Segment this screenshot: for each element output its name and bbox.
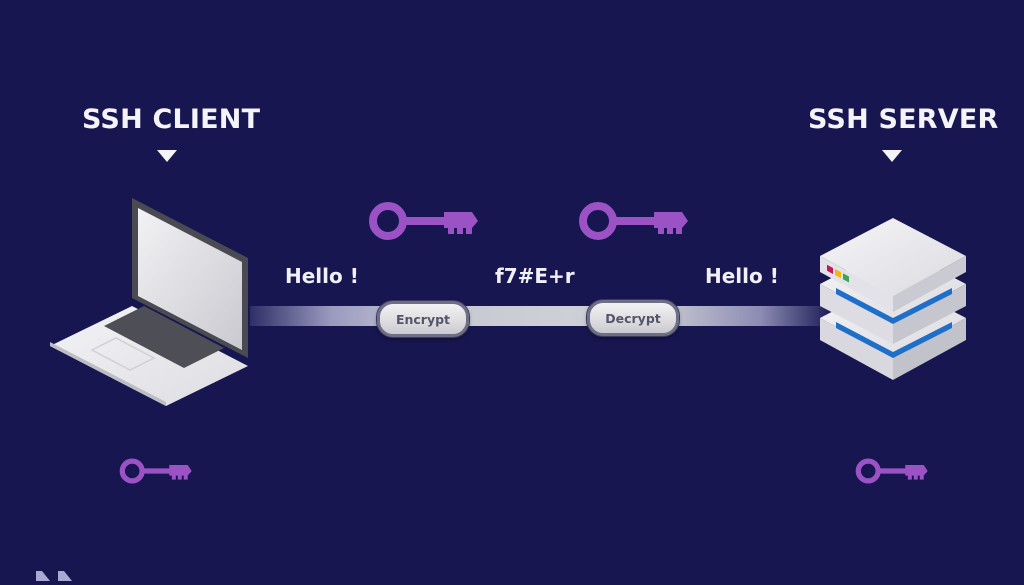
client-title: SSH CLIENT [82,104,261,135]
server-title: SSH SERVER [808,104,999,135]
client-down-triangle-icon [157,150,177,162]
encrypt-step: Encrypt [377,301,469,337]
connection-tunnel [250,306,830,326]
server-icon [818,218,968,387]
decrypt-step: Decrypt [587,300,679,336]
ciphertext: f7#E+r [495,264,575,288]
server-key-icon [855,457,929,485]
client-key-icon [119,457,193,485]
server-down-triangle-icon [882,150,902,162]
decrypt-key-icon [578,200,690,242]
plaintext-right: Hello ! [705,264,779,288]
encrypt-key-icon [368,200,480,242]
laptop-icon [48,198,258,412]
plaintext-left: Hello ! [285,264,359,288]
